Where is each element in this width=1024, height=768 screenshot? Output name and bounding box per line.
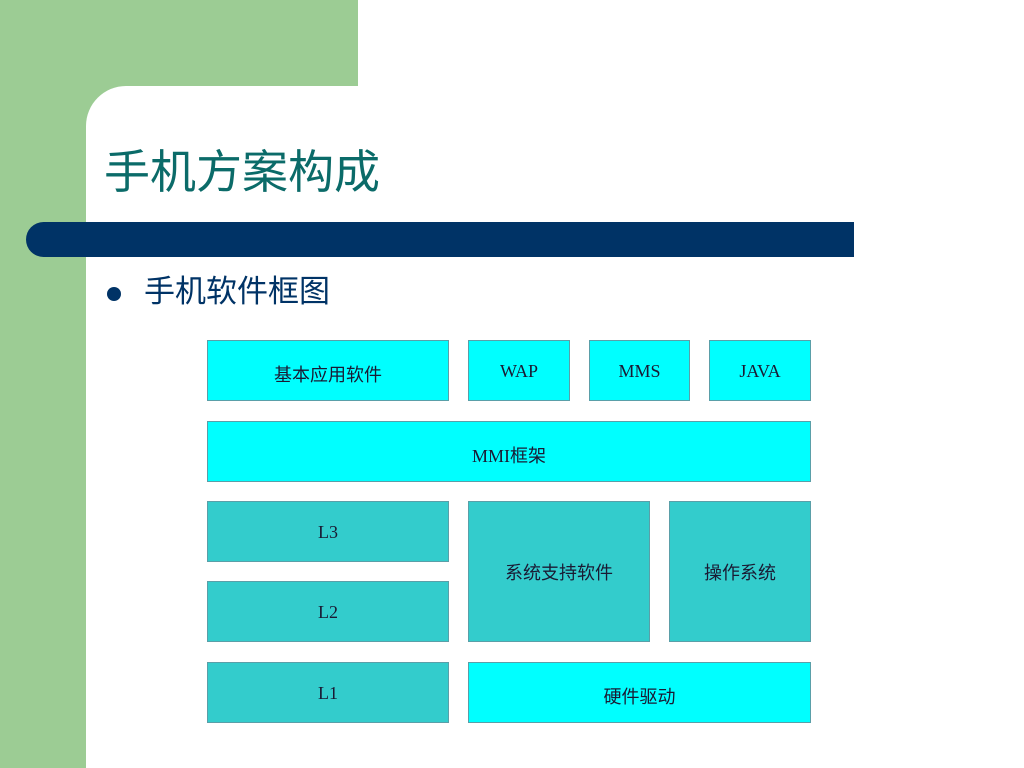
title-underline-bar [26,222,854,257]
box-mms: MMS [589,340,690,401]
box-operating-system: 操作系统 [669,501,811,642]
box-l3: L3 [207,501,449,562]
box-system-support-software: 系统支持软件 [468,501,650,642]
bullet-dot-icon [107,287,121,301]
box-wap: WAP [468,340,570,401]
box-java: JAVA [709,340,811,401]
box-l1: L1 [207,662,449,723]
box-l2: L2 [207,581,449,642]
bullet-text: 手机软件框图 [144,274,330,310]
slide-title: 手机方案构成 [104,145,380,199]
box-mmi-framework: MMI框架 [207,421,811,482]
box-app-software: 基本应用软件 [207,340,449,401]
box-hardware-driver: 硬件驱动 [468,662,811,723]
